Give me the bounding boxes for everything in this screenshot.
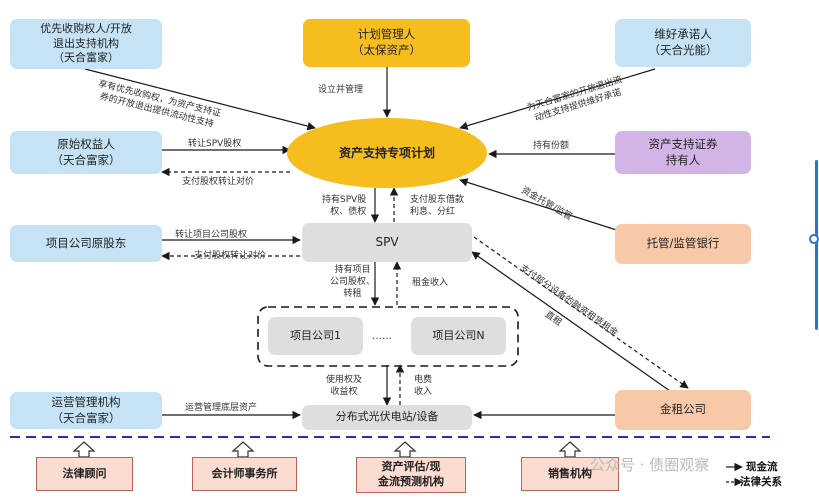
- use-right-line1: 使用权及: [326, 375, 363, 385]
- hold-spv-line2: 权、债权: [330, 207, 367, 218]
- hold-shares-label: 持有份额: [533, 141, 570, 151]
- legend-cash-flow: 现金流: [746, 461, 778, 473]
- valuation-box: 资产评估/现 金流预测机构: [356, 457, 466, 493]
- hold-spv-label: 持有SPV股 权、债权: [322, 194, 366, 218]
- pay-equity-price-2-label: 支付股权转让对价: [194, 251, 267, 261]
- custody-bank-box: 托管/监管银行: [615, 224, 751, 264]
- valuation-line2: 金流预测机构: [378, 475, 444, 488]
- security-holder-box: 资产支持证券 持有人: [615, 131, 751, 174]
- hold-spv-line1: 持有SPV股: [322, 195, 367, 205]
- spv-label: SPV: [375, 235, 399, 250]
- sales-box: 销售机构: [521, 457, 619, 491]
- op-manage-label: 运营管理底层资产: [185, 403, 258, 413]
- use-right-label: 使用权及 收益权: [326, 374, 362, 398]
- elec-income-label: 电费 收入: [414, 374, 432, 398]
- accountant-box: 会计师事务所: [192, 457, 297, 491]
- lease-company-label: 金租公司: [660, 402, 706, 417]
- plan-manager-line1: 计划管理人: [357, 27, 416, 42]
- establish-manage-label: 设立并管理: [318, 85, 364, 95]
- pv-station-box: 分布式光伏电站/设备: [302, 405, 472, 430]
- project-company-ellipsis: ……: [372, 331, 392, 342]
- legend-legal-relation: 法律关系: [740, 476, 782, 488]
- hold-project-line1: 持有项目: [334, 265, 371, 275]
- pay-principal-line1: 支付股东借款: [410, 195, 465, 205]
- commitment-line1: 维好承诺人: [654, 27, 712, 42]
- priority-buyer-line2: 退出支持机构: [53, 36, 119, 50]
- elec-income-line2: 收入: [414, 387, 433, 398]
- priority-buyer-line1: 优先收购权人/开放: [40, 21, 132, 35]
- project-shareholder-box: 项目公司原股东: [10, 225, 162, 262]
- operator-box: 运营管理机构 （天合富家）: [10, 392, 162, 429]
- sales-label: 销售机构: [548, 466, 592, 480]
- original-rights-box: 原始权益人 （天合富家）: [10, 131, 162, 174]
- transfer-spv-equity-label: 转让SPV股权: [188, 139, 242, 149]
- priority-buyer-box: 优先收购权人/开放 退出支持机构 （天合富家）: [10, 19, 162, 69]
- scrollbar-knob[interactable]: [809, 234, 819, 244]
- legal-advisor-label: 法律顾问: [62, 466, 107, 480]
- use-right-line2: 收益权: [330, 387, 358, 398]
- project-company-1-box: 项目公司1: [268, 317, 363, 355]
- pay-equity-price-1-label: 支付股权转让对价: [182, 177, 255, 187]
- commitment-line2: （天合光能）: [648, 43, 718, 57]
- project-shareholder-label: 项目公司原股东: [45, 235, 127, 250]
- hold-project-label: 持有项目 公司股权、 转租: [330, 264, 375, 300]
- commitment-box: 维好承诺人 （天合光能）: [615, 19, 751, 67]
- scrollbar-thumb[interactable]: [815, 160, 818, 330]
- operator-line2: （天合富家）: [51, 410, 121, 425]
- transfer-project-equity-label: 转让项目公司股权: [175, 230, 248, 240]
- elec-income-line1: 电费: [414, 375, 433, 385]
- lease-company-box: 金租公司: [615, 390, 751, 430]
- legal-advisor-box: 法律顾问: [36, 457, 133, 491]
- pv-station-label: 分布式光伏电站/设备: [335, 410, 439, 424]
- pay-principal-label: 支付股东借款 利息、分红: [410, 194, 464, 218]
- operator-line1: 运营管理机构: [51, 394, 121, 409]
- security-holder-line1: 资产支持证券: [648, 136, 718, 151]
- hold-project-line3: 转租: [343, 289, 362, 300]
- project-company-1-label: 项目公司1: [290, 328, 341, 342]
- project-company-n-box: 项目公司N: [411, 317, 506, 355]
- plan-manager-box: 计划管理人 （太保资产）: [303, 19, 470, 67]
- scrollbar-track[interactable]: [809, 0, 819, 501]
- abs-plan-ellipse: 资产支持专项计划: [287, 118, 487, 188]
- custody-bank-label: 托管/监管银行: [646, 236, 720, 251]
- spv-box: SPV: [302, 223, 472, 262]
- priority-buyer-line3: （天合富家）: [53, 51, 119, 65]
- plan-manager-line2: （太保资产）: [352, 43, 421, 57]
- accountant-label: 会计师事务所: [211, 466, 278, 480]
- original-rights-line2: （天合富家）: [51, 152, 121, 167]
- hold-project-line2: 公司股权、: [330, 277, 376, 288]
- valuation-line1: 资产评估/现: [381, 460, 441, 474]
- project-company-n-label: 项目公司N: [432, 328, 485, 342]
- watermark-text: 公众号 · 债圈观察: [590, 456, 710, 474]
- abs-plan-label: 资产支持专项计划: [338, 145, 435, 160]
- security-holder-line2: 持有人: [665, 152, 701, 167]
- rent-income-label: 租金收入: [412, 278, 449, 288]
- pay-principal-line2: 利息、分红: [410, 207, 456, 218]
- original-rights-line1: 原始权益人: [57, 136, 115, 151]
